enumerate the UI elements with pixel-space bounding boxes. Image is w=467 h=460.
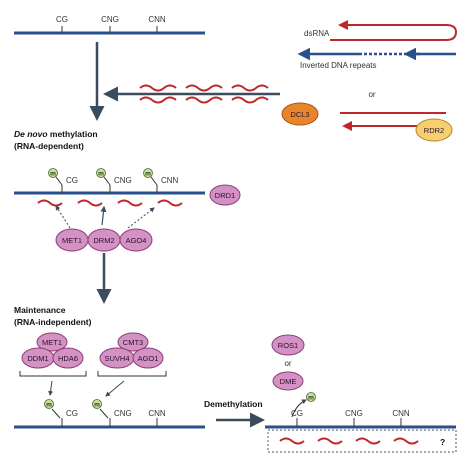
demeth-site-cnn: CNN [392, 409, 410, 418]
drd1-protein [209, 184, 241, 206]
dme-protein [272, 371, 304, 391]
suvh4-label: SUVH4 [104, 354, 129, 363]
maintenance-title: Maintenance [14, 305, 66, 315]
demeth-site-cng: CNG [345, 409, 363, 418]
de-novo-section: De novo methylation (RNA-dependent) CG C… [14, 129, 241, 252]
top-dna-strand: CG CNG CNN [14, 15, 205, 35]
svg-text:m: m [308, 395, 314, 402]
maint-site-cg: CG [66, 409, 78, 418]
met1-label: MET1 [62, 236, 82, 245]
de-novo-title-italic: De novo [14, 129, 48, 139]
cmt3-label: CMT3 [123, 338, 143, 347]
site-label-cnn: CNN [148, 15, 166, 24]
demethylation-title: Demethylation [204, 399, 263, 409]
methyl-mark: m [143, 168, 158, 186]
trigger-or-label: or [368, 90, 375, 99]
dicing-arrow: DCL3 [103, 84, 319, 126]
maint-site-cnn: CNN [148, 409, 166, 418]
svg-text:m: m [94, 402, 100, 409]
maintenance-subtitle: (RNA-independent) [14, 317, 92, 327]
dsrna-trigger: dsRNA Inverted DNA repeats or [297, 20, 458, 99]
ago1-protein [132, 347, 164, 369]
maint-site-cng: CNG [114, 409, 132, 418]
demeth-site-cg: CG [291, 409, 303, 418]
maint-met1-protein [36, 332, 68, 352]
de-novo-site-cnn: CNN [161, 176, 179, 185]
site-label-cng: CNG [101, 15, 119, 24]
dme-label: DME [280, 377, 297, 386]
hda6-label: HDA6 [58, 354, 78, 363]
hda6-protein [52, 347, 84, 369]
ago4-protein [119, 228, 153, 252]
dsrna-label: dsRNA [304, 29, 330, 38]
svg-text:m: m [46, 402, 52, 409]
de-novo-subtitle: (RNA-dependent) [14, 141, 84, 151]
inverted-repeats-label: Inverted DNA repeats [300, 61, 376, 70]
maint-met1-label: MET1 [42, 338, 62, 347]
demethylation-or-label: or [284, 359, 291, 368]
demethylation-section: Demethylation ROS1 or DME m CG CNG CNN ? [204, 334, 457, 453]
svg-text:m: m [98, 171, 104, 178]
maintenance-section: Maintenance (RNA-independent) MET1 DDM1 … [14, 305, 205, 429]
rdr2-label: RDR2 [424, 126, 444, 135]
methyl-mark: m [48, 168, 63, 186]
dcl3-label: DCL3 [290, 110, 309, 119]
de-novo-title-rest: methylation [48, 129, 98, 139]
methyl-mark: m [92, 399, 109, 419]
de-novo-site-cng: CNG [114, 176, 132, 185]
svg-text:m: m [50, 171, 56, 178]
drd1-label: DRD1 [215, 191, 235, 200]
de-novo-site-cg: CG [66, 176, 78, 185]
unknown-rna-box [267, 429, 457, 453]
svg-text:m: m [145, 171, 151, 178]
cmt3-protein [117, 332, 149, 352]
small-rnas [37, 199, 183, 207]
ddm1-label: DDM1 [27, 354, 48, 363]
methyl-mark: m [44, 399, 61, 419]
methyl-mark: m [96, 168, 111, 186]
ros1-protein [271, 334, 305, 356]
ago1-label: AGO1 [138, 354, 159, 363]
rdr2-trigger: RDR2 [340, 112, 453, 142]
ros1-label: ROS1 [278, 341, 298, 350]
de-novo-title: De novo methylation [14, 129, 98, 139]
unknown-question-mark: ? [440, 437, 445, 447]
site-label-cg: CG [56, 15, 68, 24]
released-methyl-mark: m [306, 392, 316, 402]
ago4-label: AGO4 [126, 236, 147, 245]
drm2-label: DRM2 [93, 236, 114, 245]
